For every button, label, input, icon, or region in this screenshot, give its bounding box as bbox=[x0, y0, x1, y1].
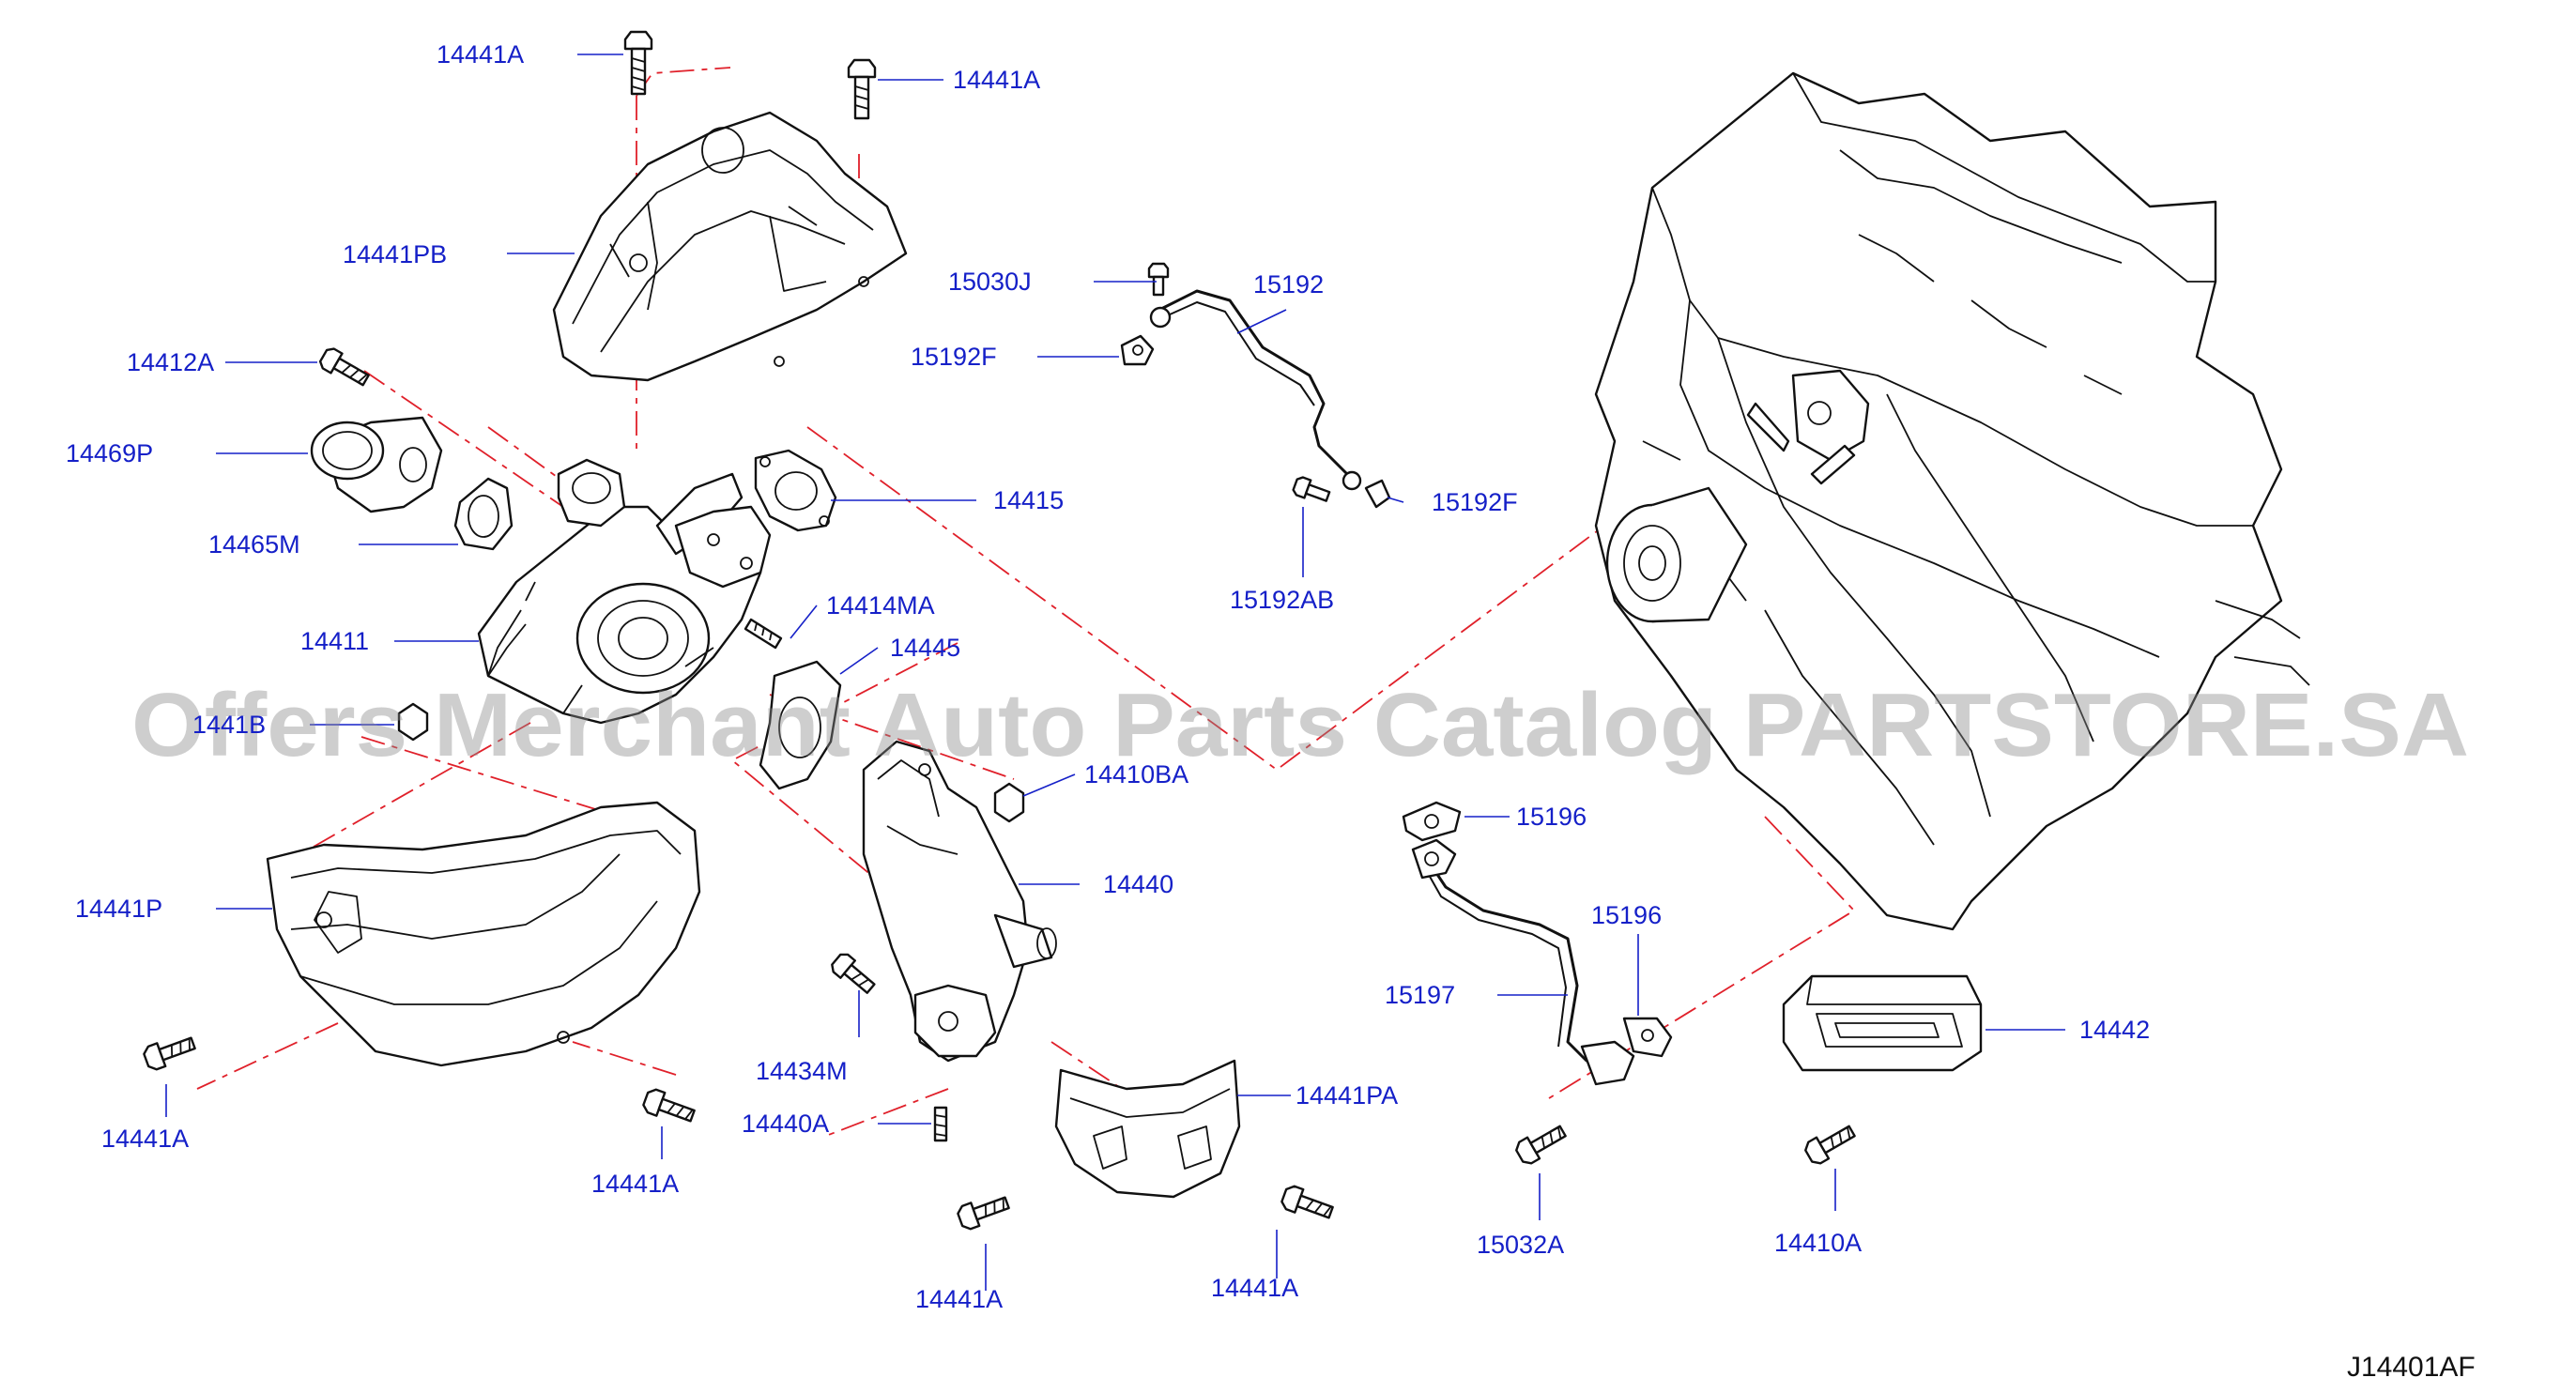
bolt-icon bbox=[642, 1088, 696, 1123]
label-14441A: 14441A bbox=[953, 66, 1040, 94]
label-14465M: 14465M bbox=[208, 530, 300, 559]
label-14440: 14440 bbox=[1103, 870, 1173, 898]
bolt-icon bbox=[1804, 1125, 1856, 1165]
bolt-icon bbox=[957, 1196, 1010, 1231]
banjo-fitting-icon bbox=[1120, 334, 1391, 509]
label-14440A: 14440A bbox=[742, 1110, 829, 1138]
gasket-15196-upper bbox=[1402, 801, 1462, 842]
label-15196: 15196 bbox=[1516, 803, 1587, 831]
bolt-icon bbox=[318, 347, 370, 387]
exhaust-outlet-14440 bbox=[862, 740, 1057, 1063]
bolt-icon bbox=[847, 58, 877, 120]
label-14441P: 14441P bbox=[75, 895, 162, 923]
oil-return-tube-15197 bbox=[1411, 838, 1635, 1086]
bolt-icon bbox=[1515, 1125, 1567, 1165]
label-14441A: 14441A bbox=[1211, 1274, 1298, 1302]
nut-icon bbox=[397, 702, 1025, 823]
gasket-14465M bbox=[453, 477, 514, 551]
bolt-icon bbox=[1147, 262, 1170, 297]
leader-lines bbox=[165, 54, 2065, 1291]
label-14441A: 14441A bbox=[101, 1125, 189, 1153]
label-14445: 14445 bbox=[890, 634, 960, 662]
label-15196: 15196 bbox=[1591, 901, 1662, 929]
diagram-code: J14401AF bbox=[2347, 1352, 2476, 1383]
label-14442: 14442 bbox=[2079, 1016, 2150, 1044]
heat-shield-14441PA bbox=[1054, 1059, 1241, 1199]
label-14410B: 1441B bbox=[192, 711, 266, 739]
label-15192F: 15192F bbox=[1432, 488, 1518, 516]
label-14414MA: 14414MA bbox=[826, 591, 935, 620]
engine-block bbox=[1594, 71, 2310, 931]
gasket-14445 bbox=[759, 660, 842, 790]
label-15032A: 15032A bbox=[1477, 1231, 1564, 1259]
bolt-icon bbox=[831, 953, 876, 994]
heat-shield-14441P bbox=[266, 801, 701, 1067]
label-15192AB: 15192AB bbox=[1230, 586, 1334, 614]
part-labels: 14441A 14441A 14441PB 14412A 14469P 1446… bbox=[66, 40, 2150, 1313]
label-15192F: 15192F bbox=[911, 343, 997, 371]
label-14434M: 14434M bbox=[756, 1057, 848, 1085]
label-14410A: 14410A bbox=[1774, 1229, 1862, 1257]
label-14441PB: 14441PB bbox=[343, 240, 447, 268]
stud-icon bbox=[744, 618, 948, 1142]
oil-tube-15192 bbox=[1149, 289, 1362, 491]
label-14441A: 14441A bbox=[591, 1170, 679, 1198]
watermark: Offers Merchant Auto Parts Catalog PARTS… bbox=[131, 675, 2469, 775]
bolt-icon bbox=[1292, 476, 1331, 502]
label-14469P: 14469P bbox=[66, 439, 153, 467]
label-14411: 14411 bbox=[300, 627, 369, 655]
label-14441A: 14441A bbox=[437, 40, 524, 69]
label-15192: 15192 bbox=[1253, 270, 1324, 298]
label-14412A: 14412A bbox=[127, 348, 214, 376]
gasket-14415 bbox=[754, 449, 837, 532]
bolt-icon bbox=[1280, 1185, 1334, 1219]
label-14410BA: 14410BA bbox=[1084, 760, 1188, 788]
fasteners bbox=[143, 30, 1856, 1231]
heat-shield-14442 bbox=[1782, 974, 1983, 1072]
heat-shield-14441PB bbox=[552, 111, 908, 382]
label-15030J: 15030J bbox=[948, 268, 1032, 296]
turbocharger-14411 bbox=[477, 458, 772, 725]
bolt-icon bbox=[143, 1036, 196, 1071]
label-14441PA: 14441PA bbox=[1296, 1081, 1398, 1110]
label-14415: 14415 bbox=[993, 486, 1064, 514]
label-15197: 15197 bbox=[1385, 981, 1455, 1009]
gasket-15196-lower bbox=[1622, 1017, 1673, 1058]
bolt-icon bbox=[623, 30, 653, 96]
elbow-14469P bbox=[310, 416, 443, 513]
label-14441A: 14441A bbox=[915, 1285, 1003, 1313]
